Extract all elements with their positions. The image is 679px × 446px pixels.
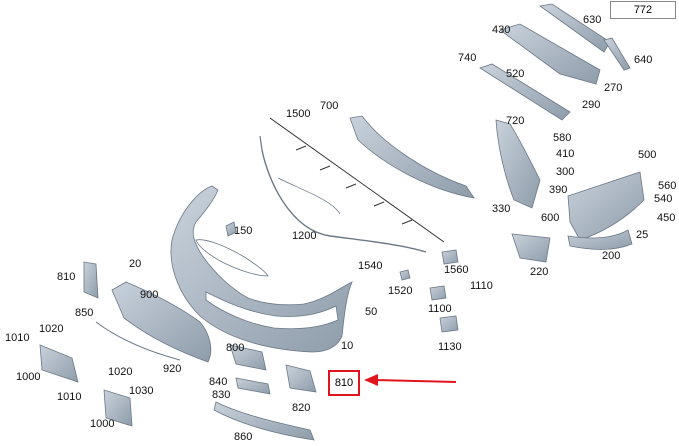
part-label[interactable]: 200	[602, 250, 621, 262]
part-label[interactable]: 700	[320, 100, 339, 112]
part-label[interactable]: 300	[556, 166, 575, 178]
part-label[interactable]: 1130	[438, 341, 462, 353]
part-label[interactable]: 800	[226, 342, 245, 354]
diagram-number: 772	[610, 1, 676, 19]
part-label[interactable]: 820	[292, 402, 311, 414]
part-label[interactable]: 840	[209, 376, 228, 388]
part-label[interactable]: 1560	[444, 264, 469, 276]
part-label[interactable]: 1520	[388, 285, 413, 297]
part-label[interactable]: 810	[57, 271, 76, 283]
part-label[interactable]: 560	[658, 180, 677, 192]
part-label[interactable]: 580	[553, 132, 572, 144]
part-label[interactable]: 50	[365, 306, 378, 318]
part-label[interactable]: 390	[549, 184, 568, 196]
part-label[interactable]: 10	[341, 340, 354, 352]
part-label[interactable]: 850	[75, 307, 94, 319]
part-label[interactable]: 640	[634, 54, 653, 66]
part-label[interactable]: 520	[506, 68, 525, 80]
part-label[interactable]: 600	[541, 212, 560, 224]
part-label[interactable]: 1020	[39, 323, 64, 335]
part-label[interactable]: 860	[234, 431, 253, 443]
part-label[interactable]: 720	[506, 115, 525, 127]
part-label[interactable]: 1000	[16, 371, 41, 383]
part-label[interactable]: 1020	[108, 366, 133, 378]
part-label[interactable]: 740	[458, 52, 477, 64]
part-label[interactable]: 1100	[428, 303, 452, 315]
part-label[interactable]: 630	[583, 14, 602, 26]
pointer-arrow	[373, 379, 457, 383]
part-label[interactable]: 430	[492, 24, 511, 36]
part-label[interactable]: 270	[604, 82, 623, 94]
part-label[interactable]: 900	[140, 289, 159, 301]
part-label[interactable]: 20	[129, 258, 142, 270]
part-label[interactable]: 290	[582, 99, 601, 111]
part-label[interactable]: 830	[212, 389, 231, 401]
front-grille	[111, 281, 212, 363]
impact-absorber	[349, 115, 475, 199]
part-label[interactable]: 1010	[5, 332, 30, 344]
part-label[interactable]: 1110	[470, 280, 493, 292]
part-label[interactable]: 920	[163, 363, 182, 375]
highlighted-part-label[interactable]: 810	[328, 370, 360, 396]
part-label[interactable]: 1500	[286, 108, 311, 120]
bumper-cover	[170, 185, 353, 353]
part-label[interactable]: 1030	[129, 385, 154, 397]
part-label[interactable]: 220	[530, 266, 549, 278]
part-label[interactable]: 1000	[90, 418, 115, 430]
part-label[interactable]: 1200	[292, 230, 317, 242]
part-label[interactable]: 540	[654, 193, 673, 205]
part-label[interactable]: 1010	[57, 391, 82, 403]
part-label[interactable]: 410	[556, 148, 575, 160]
part-label[interactable]: 450	[657, 212, 676, 224]
part-label[interactable]: 330	[492, 203, 511, 215]
part-label[interactable]: 500	[638, 149, 657, 161]
part-label[interactable]: 150	[234, 225, 253, 237]
part-label[interactable]: 1540	[358, 260, 383, 272]
part-label[interactable]: 25	[636, 229, 649, 241]
